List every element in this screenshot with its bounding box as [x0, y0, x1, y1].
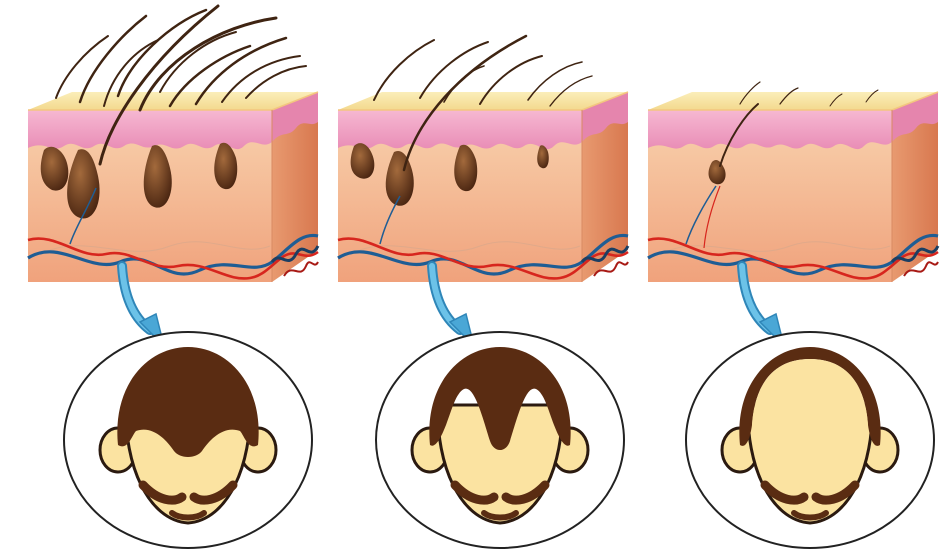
panel-stage-2 — [338, 36, 628, 548]
head-top-view-3 — [686, 332, 934, 548]
head-top-view-1 — [64, 332, 312, 548]
skin-cross-section-1 — [28, 6, 318, 282]
panel-stage-1 — [28, 6, 318, 548]
skin-cross-section-3 — [648, 82, 938, 282]
panel-stage-3 — [648, 82, 938, 548]
head-top-view-2 — [376, 332, 624, 548]
skin-cross-section-2 — [338, 36, 628, 282]
